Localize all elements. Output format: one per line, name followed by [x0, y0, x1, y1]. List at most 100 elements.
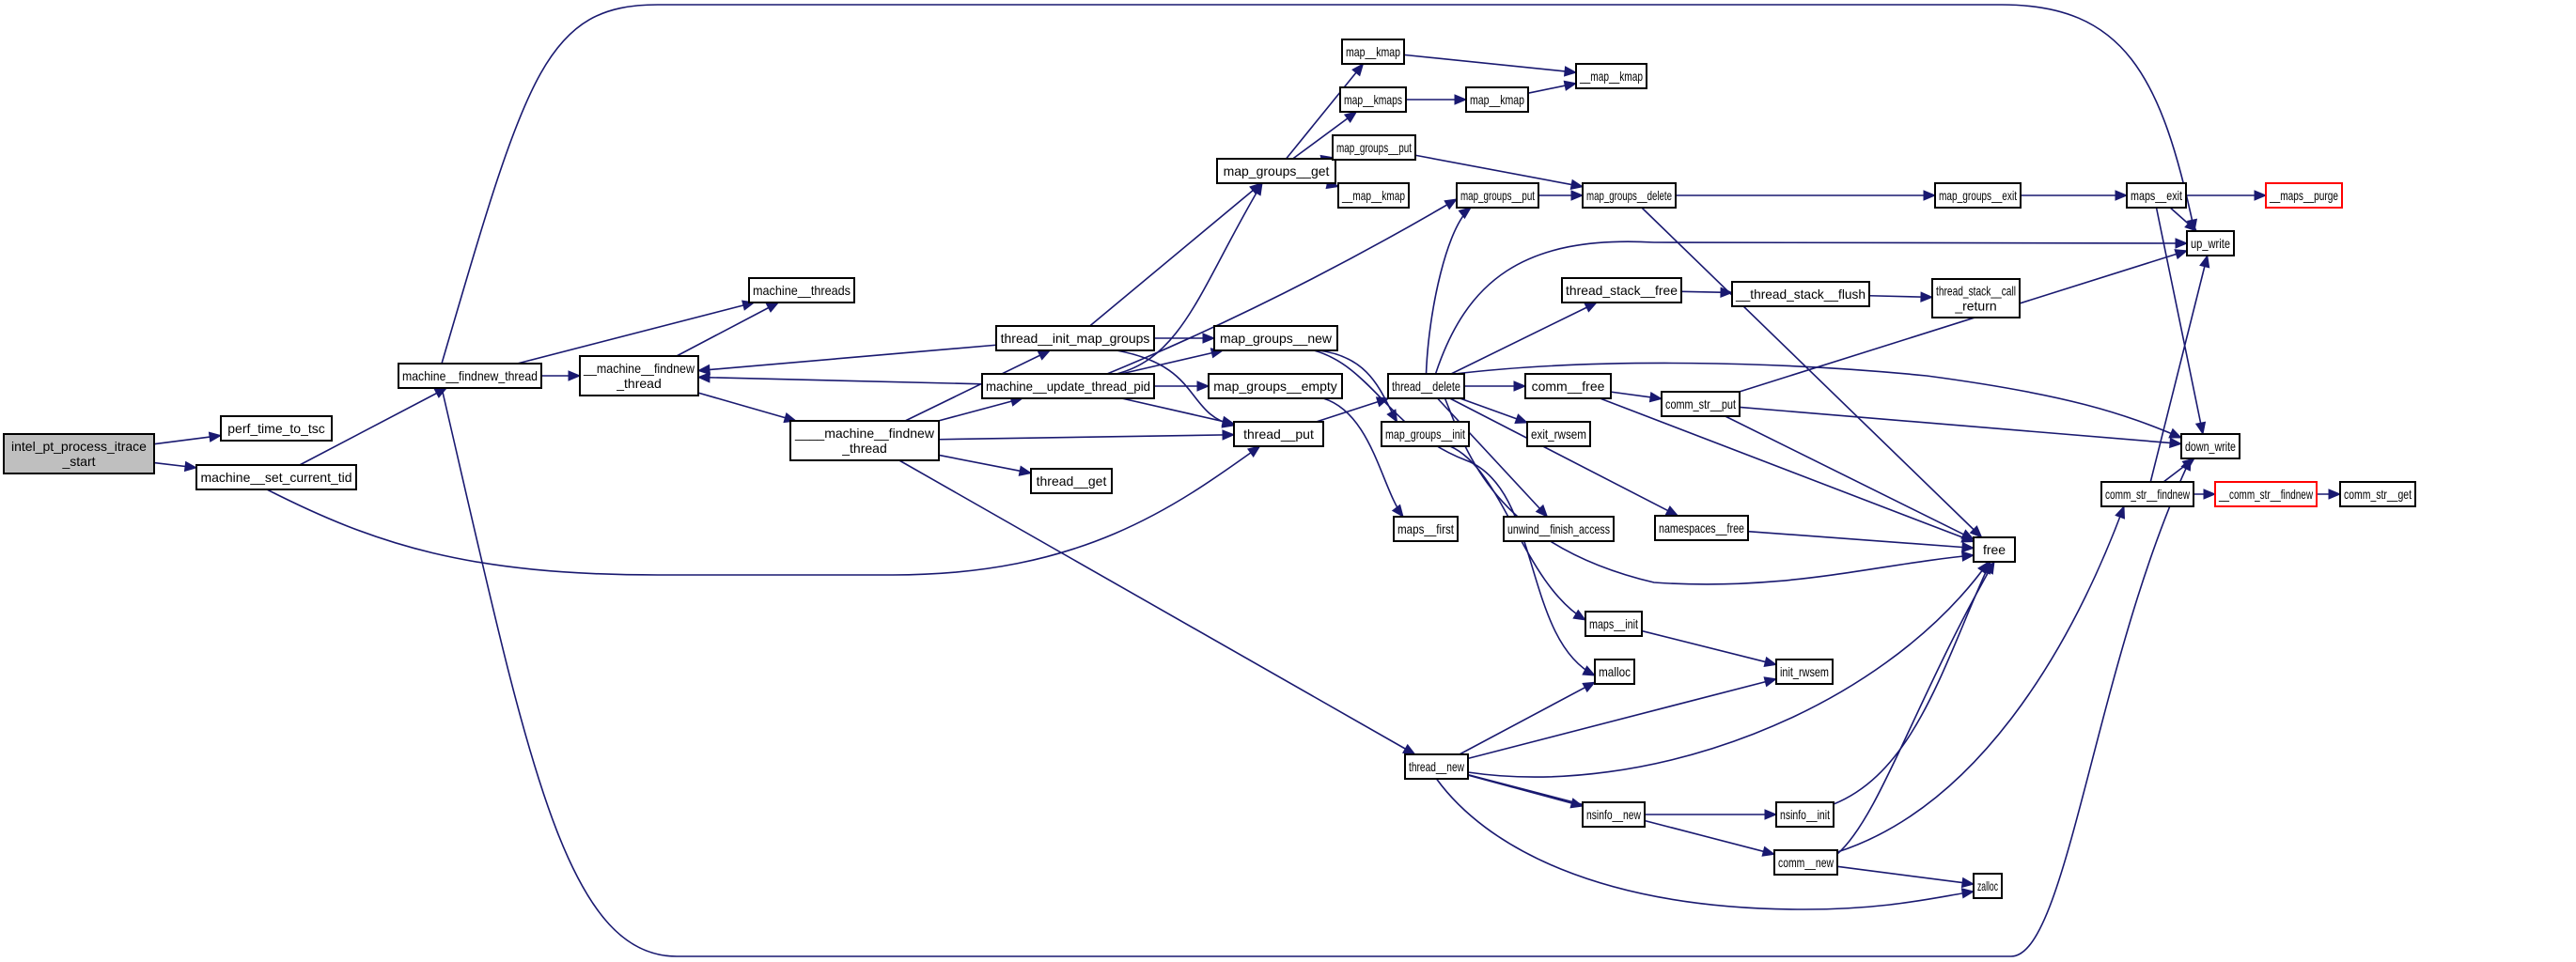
node-down-write[interactable]: down_write [2180, 433, 2240, 459]
edge-line [697, 344, 997, 372]
edge-machine-set-current-tid-to-thread-put [266, 445, 1261, 576]
node-label: _return [1954, 299, 1996, 314]
node-label: intel_pt_process_itrace [11, 439, 147, 454]
node-label: comm__free [1532, 379, 1605, 394]
node-root[interactable]: intel_pt_process_itrace_start [3, 433, 155, 474]
node-thread-stack-flush[interactable]: __thread_stack__flush [1731, 281, 1870, 307]
node-machine-findnew-thread[interactable]: ____machine__findnew_thread [789, 420, 940, 461]
node-map-kmap-a[interactable]: map__kmap [1341, 39, 1405, 65]
node-label: maps__exit [2131, 188, 2182, 203]
edge-line [1414, 154, 1584, 188]
edge-thread-stack-free-to-thread-stack-flush [1680, 287, 1734, 298]
node-up-write[interactable]: up_write [2186, 230, 2235, 256]
node-malloc[interactable]: malloc [1594, 659, 1635, 685]
node-map-kmaps[interactable]: map__kmaps [1339, 86, 1407, 113]
node-maps-exit[interactable]: maps__exit [2126, 182, 2187, 209]
node-comm-str-findnew[interactable]: comm_str__findnew [2100, 481, 2194, 507]
edge-nsinfo-new-to-nsinfo-init [1645, 809, 1778, 820]
node-machine-findnew-thread[interactable]: machine__findnew_thread [398, 363, 542, 389]
node-unwind-finish-access[interactable]: unwind__finish_access [1503, 516, 1615, 542]
node-map-groups-put-a[interactable]: map_groups__put [1332, 134, 1416, 161]
edge-line [1120, 349, 1224, 375]
node-label: up_write [2191, 236, 2230, 251]
node-thread-delete[interactable]: thread__delete [1387, 373, 1465, 399]
edge-line [1434, 240, 2188, 375]
node-comm-new[interactable]: comm__new [1773, 849, 1838, 876]
node-label: map__kmap [1346, 44, 1400, 59]
node-map-groups-put-b[interactable]: map_groups__put [1456, 182, 1539, 209]
edge-line [1435, 778, 1975, 910]
edge-line [898, 459, 1416, 755]
node-map-kmap-a[interactable]: __map__kmap [1337, 182, 1410, 209]
node-machine-threads[interactable]: machine__threads [748, 277, 855, 303]
arrowhead-icon [1563, 66, 1578, 77]
node-maps-first[interactable]: maps__first [1393, 516, 1459, 542]
node-map-groups-get[interactable]: map_groups__get [1216, 158, 1336, 184]
node-machine-update-thread-pid[interactable]: machine__update_thread_pid [981, 373, 1155, 399]
node-label: machine__set_current_tid [200, 470, 351, 485]
node-thread-init-map-groups[interactable]: thread__init_map_groups [995, 325, 1155, 351]
node-map-groups-new[interactable]: map_groups__new [1213, 325, 1338, 351]
node-label: thread__get [1037, 473, 1107, 489]
node-thread-stack-call-return[interactable]: thread_stack__call_return [1931, 278, 2021, 318]
node-label: namespaces__free [1659, 520, 1744, 535]
node-box [2265, 182, 2343, 209]
arrowhead-icon [1391, 504, 1404, 519]
node-map-kmap-b[interactable]: map__kmap [1465, 86, 1529, 113]
edge-thread-put-to-thread-delete [1316, 396, 1390, 423]
edge-comm-str-put-to-free [1725, 415, 1975, 540]
node-map-groups-exit[interactable]: map_groups__exit [1934, 182, 2022, 209]
node-nsinfo-init[interactable]: nsinfo__init [1775, 801, 1834, 828]
node-perf-time-to-tsc[interactable]: perf_time_to_tsc [220, 415, 333, 442]
arrowhead-icon [1960, 529, 1975, 540]
edge-thread-delete-to-exit-rwsem [1460, 397, 1529, 425]
arrowhead-icon [1221, 415, 1236, 427]
node-box [1393, 516, 1459, 542]
node-thread-put[interactable]: thread__put [1233, 421, 1324, 447]
node-map-groups-delete[interactable]: map_groups__delete [1582, 182, 1677, 209]
edge-line [1089, 182, 1262, 327]
node-map-kmap-b[interactable]: __map__kmap [1575, 63, 1647, 89]
arrowhead-icon [1960, 888, 1975, 899]
edge-line [1739, 406, 2182, 445]
node-namespaces-free[interactable]: namespaces__free [1654, 515, 1749, 541]
arrowhead-icon [1222, 429, 1236, 441]
node-comm-str-put[interactable]: comm_str__put [1661, 391, 1741, 417]
node-map-groups-empty[interactable]: map_groups__empty [1208, 373, 1343, 399]
arrowhead-icon [1569, 178, 1585, 191]
node-init-rwsem[interactable]: init_rwsem [1775, 659, 1834, 685]
node-map-groups-init[interactable]: map_groups__init [1381, 421, 1470, 447]
edge-line [1747, 530, 1975, 550]
node-zalloc[interactable]: zalloc [1973, 873, 2003, 899]
edge-line [299, 387, 447, 466]
node-exit-rwsem[interactable]: exit_rwsem [1526, 421, 1591, 447]
edge-namespaces-free-to-free [1747, 530, 1975, 553]
node-maps-purge[interactable]: __maps__purge [2265, 182, 2343, 209]
edge-map-groups-get-to-map-kmaps [1292, 111, 1358, 160]
edge-line [1116, 182, 1263, 375]
node-label: perf_time_to_tsc [227, 421, 325, 436]
node-maps-init[interactable]: maps__init [1585, 611, 1643, 637]
edge-thread-new-to-init-rwsem [1467, 676, 1778, 760]
edge-thread-delete-to-up-write [1434, 238, 2189, 375]
node-machine-findnew-thread[interactable]: __machine__findnew_thread [579, 355, 699, 396]
node-comm-str-findnew[interactable]: __comm_str__findnew [2214, 481, 2318, 507]
edge-map-groups-empty-to-maps-first [1322, 397, 1404, 519]
node-comm-free[interactable]: comm__free [1524, 373, 1612, 399]
node-box [1934, 182, 2022, 209]
node-box [1213, 325, 1338, 351]
node-free[interactable]: free [1973, 536, 2016, 563]
node-nsinfo-new[interactable]: nsinfo__new [1582, 801, 1646, 828]
node-box [2186, 230, 2235, 256]
edge-line [1449, 397, 1678, 517]
node-box [398, 363, 542, 389]
edge-line [1444, 397, 1975, 585]
node-comm-str-get[interactable]: comm_str__get [2339, 481, 2416, 507]
edge-line [938, 433, 1235, 441]
node-box [1381, 421, 1470, 447]
node-machine-set-current-tid[interactable]: machine__set_current_tid [195, 464, 357, 490]
arrowhead-icon [1246, 445, 1261, 458]
node-thread-new[interactable]: thread__new [1404, 753, 1469, 780]
node-thread-stack-free[interactable]: thread_stack__free [1561, 277, 1682, 303]
node-thread-get[interactable]: thread__get [1030, 468, 1113, 494]
